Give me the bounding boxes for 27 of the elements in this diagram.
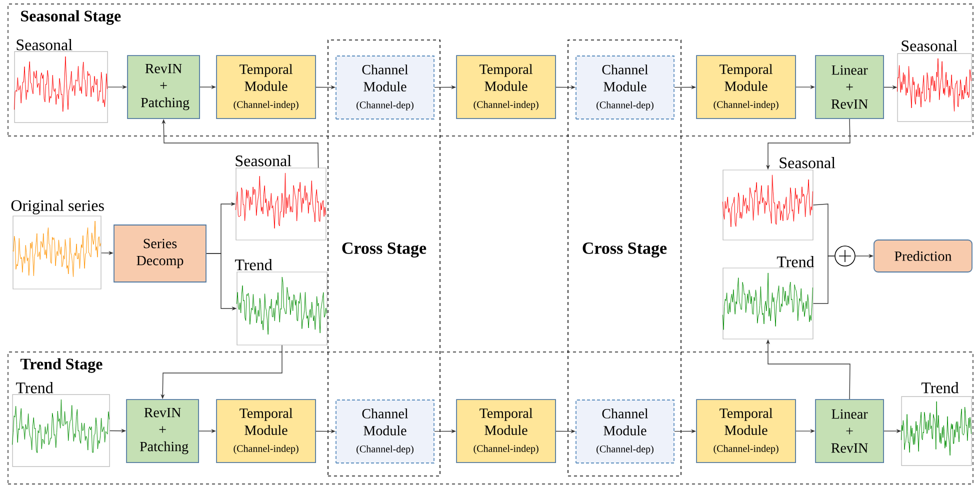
module-box: Temporal Module (Channel-indep): [216, 55, 316, 119]
module-box: Channel Module (Channel-dep): [336, 400, 434, 464]
plot-title: Seasonal: [902, 40, 958, 52]
module-box: Temporal Module (Channel-indep): [216, 399, 316, 463]
plot-title: Seasonal: [780, 157, 836, 168]
module-box: Temporal Module (Channel-indep): [696, 55, 796, 119]
module-box: Linear + RevIN: [815, 55, 884, 119]
connector-line: [812, 256, 835, 304]
module-box: Channel Module (Channel-dep): [336, 56, 434, 120]
module-box: Channel Module (Channel-dep): [576, 56, 674, 120]
plot-title: Trend: [16, 382, 54, 394]
module-box: RevIN + Patching: [127, 55, 200, 119]
module-box: Channel Module (Channel-dep): [576, 400, 674, 464]
plot-title: Trend: [776, 256, 814, 268]
plot-title: Trend: [921, 382, 959, 394]
plus-circle: [834, 246, 856, 266]
plot-title: Seasonal: [16, 39, 72, 50]
module-box: Temporal Module (Channel-indep): [696, 399, 796, 463]
process-box: Series Decomp: [114, 224, 206, 282]
module-box: Temporal Module (Channel-indep): [456, 55, 556, 119]
module-box: RevIN + Patching: [126, 399, 199, 463]
module-box: Temporal Module (Channel-indep): [456, 399, 556, 463]
plot-title: Trend: [235, 259, 272, 270]
module-box: Linear + RevIN: [815, 399, 884, 463]
plot-title: Seasonal: [236, 155, 292, 166]
plot-title: Original series: [11, 200, 104, 214]
output-box: Prediction: [874, 240, 972, 272]
